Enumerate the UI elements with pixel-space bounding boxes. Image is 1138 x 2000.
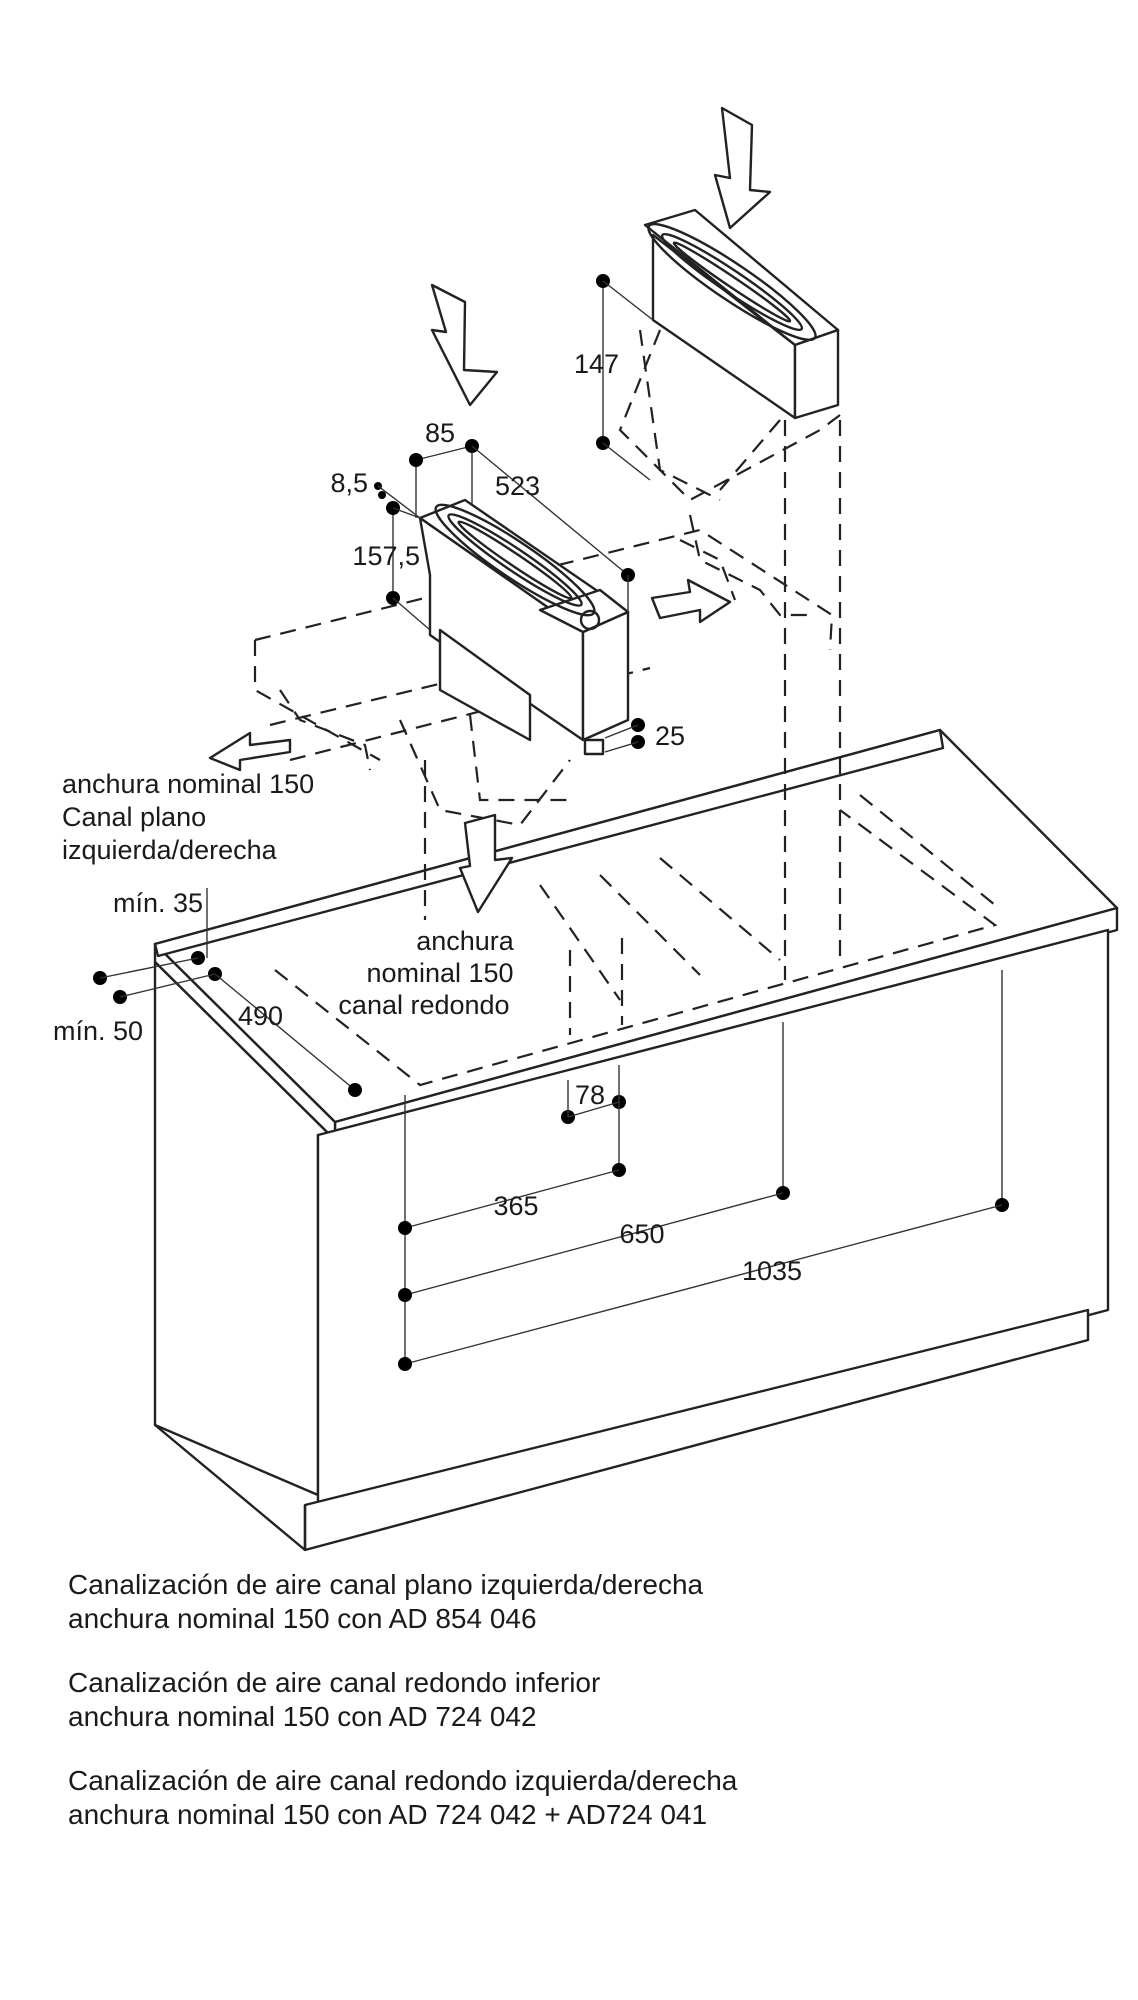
flat-duct-label-3: izquierda/derecha bbox=[62, 835, 278, 865]
dim-8-5: 8,5 bbox=[330, 468, 368, 498]
caption-round-duct-bottom: Canalización de aire canal redondo infer… bbox=[68, 1667, 601, 1732]
round-duct-label-1: anchura bbox=[416, 926, 515, 956]
dim-1035: 1035 bbox=[742, 1256, 802, 1286]
dim-min-35: mín. 35 bbox=[113, 888, 203, 918]
dim-85: 85 bbox=[425, 418, 455, 448]
control-knob-icon bbox=[579, 609, 601, 631]
cabinet-front bbox=[316, 928, 1110, 1520]
left-arrow-icon bbox=[208, 731, 292, 772]
dim-157-5: 157,5 bbox=[352, 541, 420, 571]
dim-78: 78 bbox=[575, 1080, 605, 1110]
downdraft-unit-front bbox=[418, 498, 630, 756]
dimension-labels: 85 8,5 523 157,5 147 25 mín. 35 mín. 50 … bbox=[53, 349, 802, 1286]
flat-duct-label-1: anchura nominal 150 bbox=[62, 769, 314, 799]
caption-round-duct-side: Canalización de aire canal redondo izqui… bbox=[68, 1765, 738, 1830]
down-arrow-icon bbox=[430, 283, 499, 407]
dim-25: 25 bbox=[655, 721, 685, 751]
round-duct-label-2: nominal 150 bbox=[366, 958, 513, 988]
dim-365: 365 bbox=[493, 1191, 538, 1221]
dimension-lines bbox=[93, 274, 1009, 1371]
backsplash bbox=[153, 728, 945, 958]
cabinet bbox=[153, 728, 1119, 1552]
downdraft-unit-top bbox=[643, 208, 840, 420]
flat-duct-label-2: Canal plano bbox=[62, 802, 206, 832]
dim-650: 650 bbox=[619, 1219, 664, 1249]
dim-523: 523 bbox=[495, 471, 540, 501]
dim-147: 147 bbox=[574, 349, 619, 379]
hidden-ducts bbox=[253, 329, 998, 1087]
dim-min-50: mín. 50 bbox=[53, 1016, 143, 1046]
dim-490: 490 bbox=[238, 1001, 283, 1031]
airflow-arrows bbox=[208, 106, 772, 914]
caption-list: Canalización de aire canal plano izquier… bbox=[68, 1568, 1088, 1862]
down-arrow-icon bbox=[713, 106, 772, 230]
duct-labels: anchura nominal 150 Canal plano izquierd… bbox=[62, 769, 515, 1020]
right-arrow-icon bbox=[650, 578, 732, 624]
caption-flat-duct: Canalización de aire canal plano izquier… bbox=[68, 1569, 704, 1634]
down-arrow-icon bbox=[458, 813, 514, 914]
round-duct-label-3: canal redondo bbox=[338, 990, 509, 1020]
